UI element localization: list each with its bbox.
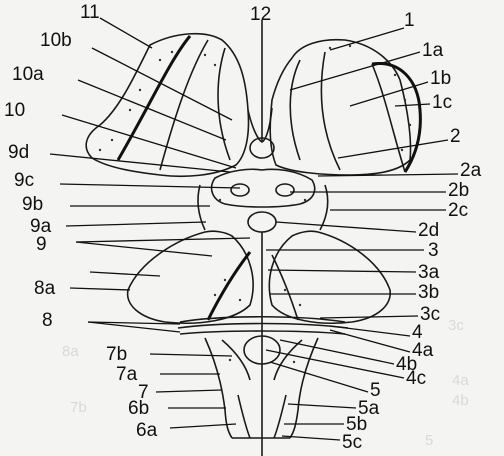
label-1b: 1b [430,68,451,89]
label-8a: 8a [34,278,56,299]
label-3b: 3b [418,282,439,303]
label-4c: 4c [406,368,426,389]
svg-text:3c: 3c [448,317,464,334]
label-10: 10 [4,100,25,121]
label-7a: 7a [116,364,138,385]
label-6b: 6b [128,398,149,419]
label-12: 12 [250,4,271,25]
diagram-labels: 11 12 10b 10a 10 9d 9c 9b 9a 9 8a 8 7b 7… [4,2,482,453]
label-2b: 2b [448,180,469,201]
label-3c: 3c [420,304,440,325]
label-10a: 10a [12,64,44,85]
label-3a: 3a [418,262,440,283]
label-7b: 7b [106,344,127,365]
label-1a: 1a [422,40,444,61]
label-1c: 1c [432,92,452,113]
label-8: 8 [42,310,53,331]
label-9: 9 [36,234,47,255]
svg-text:4a: 4a [452,372,469,389]
label-3: 3 [428,240,439,261]
label-1: 1 [404,10,415,31]
label-9d: 9d [8,142,29,163]
stipple-dots [99,45,411,363]
svg-text:7b: 7b [70,399,87,416]
label-2d: 2d [418,220,439,241]
label-9b: 9b [22,194,43,215]
label-11: 11 [80,2,100,23]
svg-text:8a: 8a [62,343,79,360]
label-2: 2 [450,126,461,147]
svg-text:5: 5 [425,432,433,449]
label-5c: 5c [342,432,362,453]
label-10b: 10b [40,30,72,51]
label-9c: 9c [14,170,34,191]
label-6a: 6a [136,420,158,441]
svg-text:4b: 4b [452,392,469,409]
label-2a: 2a [460,160,482,181]
label-2c: 2c [448,200,468,221]
leader-lines [50,18,458,440]
